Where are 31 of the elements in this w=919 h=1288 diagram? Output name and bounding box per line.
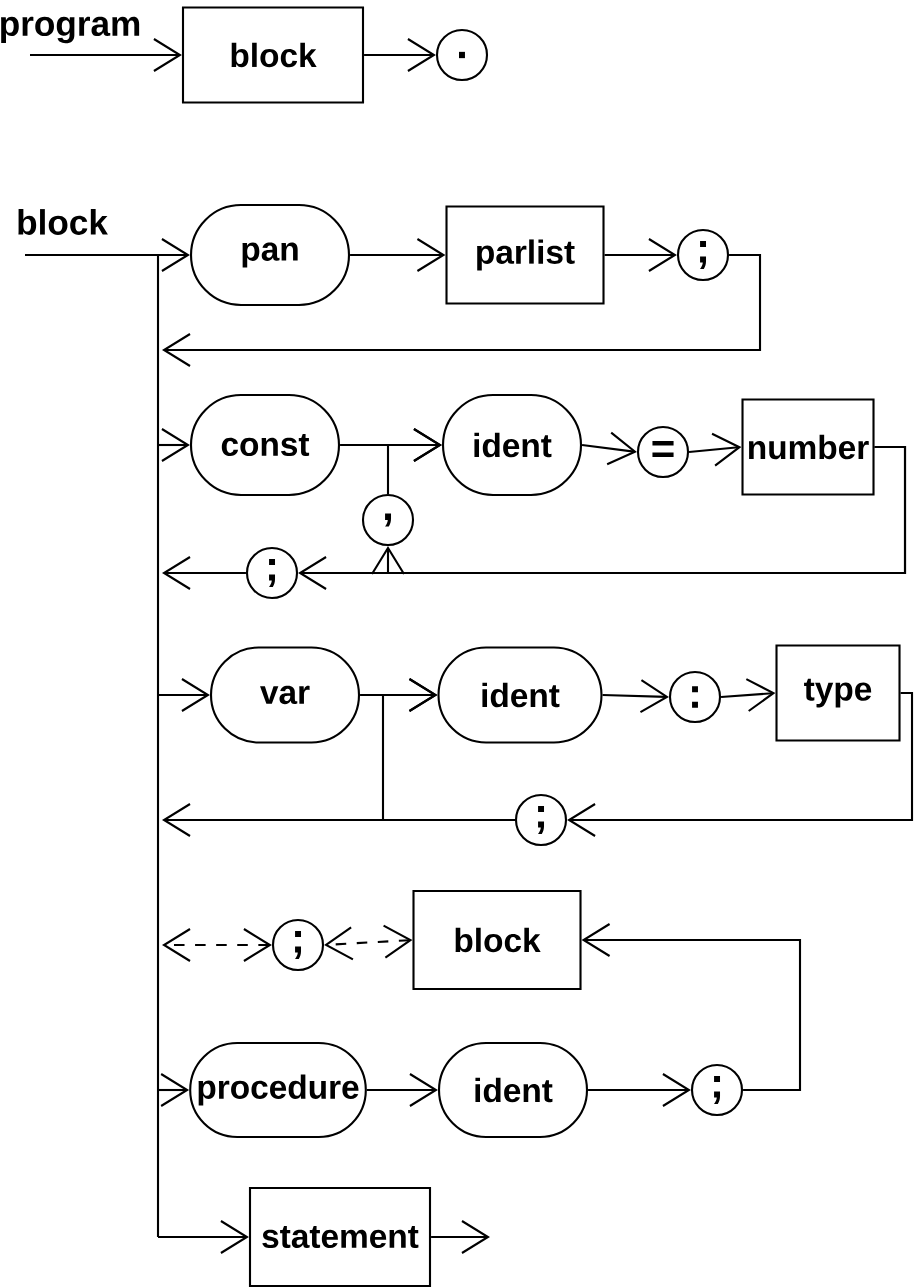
arrow	[567, 691, 914, 837]
keyword-box: const	[189, 393, 341, 497]
nonterminal-box: block	[412, 889, 582, 991]
arrow	[371, 445, 907, 575]
arrow	[324, 924, 413, 961]
nonterminal-box: statement	[248, 1186, 432, 1288]
nonterminal-box: block	[181, 6, 365, 104]
arrow	[364, 38, 436, 72]
arrow	[30, 38, 182, 72]
keyword-box: ident	[437, 646, 603, 744]
arrow	[162, 253, 762, 367]
arrow	[25, 238, 190, 272]
nonterminal-box: type	[775, 644, 901, 742]
arrow	[581, 923, 802, 1092]
nonterminal-box: parlist	[445, 205, 605, 305]
keyword-box: var	[209, 646, 361, 744]
arrow	[162, 556, 246, 590]
arrow	[350, 238, 446, 272]
nonterminal-box: number	[741, 398, 875, 496]
arrow	[158, 1220, 249, 1254]
arrow	[162, 928, 272, 962]
arrow	[381, 678, 515, 822]
arrow	[588, 1073, 691, 1107]
arrow	[604, 238, 677, 272]
keyword-box: ident	[441, 393, 583, 497]
arrow	[366, 1073, 438, 1107]
keyword-box: ident	[437, 1041, 589, 1139]
heading-label: program	[1, 16, 140, 44]
heading-label: block	[18, 209, 108, 235]
keyword-box: procedure	[189, 1041, 367, 1139]
keyword-box: pan	[189, 203, 351, 307]
